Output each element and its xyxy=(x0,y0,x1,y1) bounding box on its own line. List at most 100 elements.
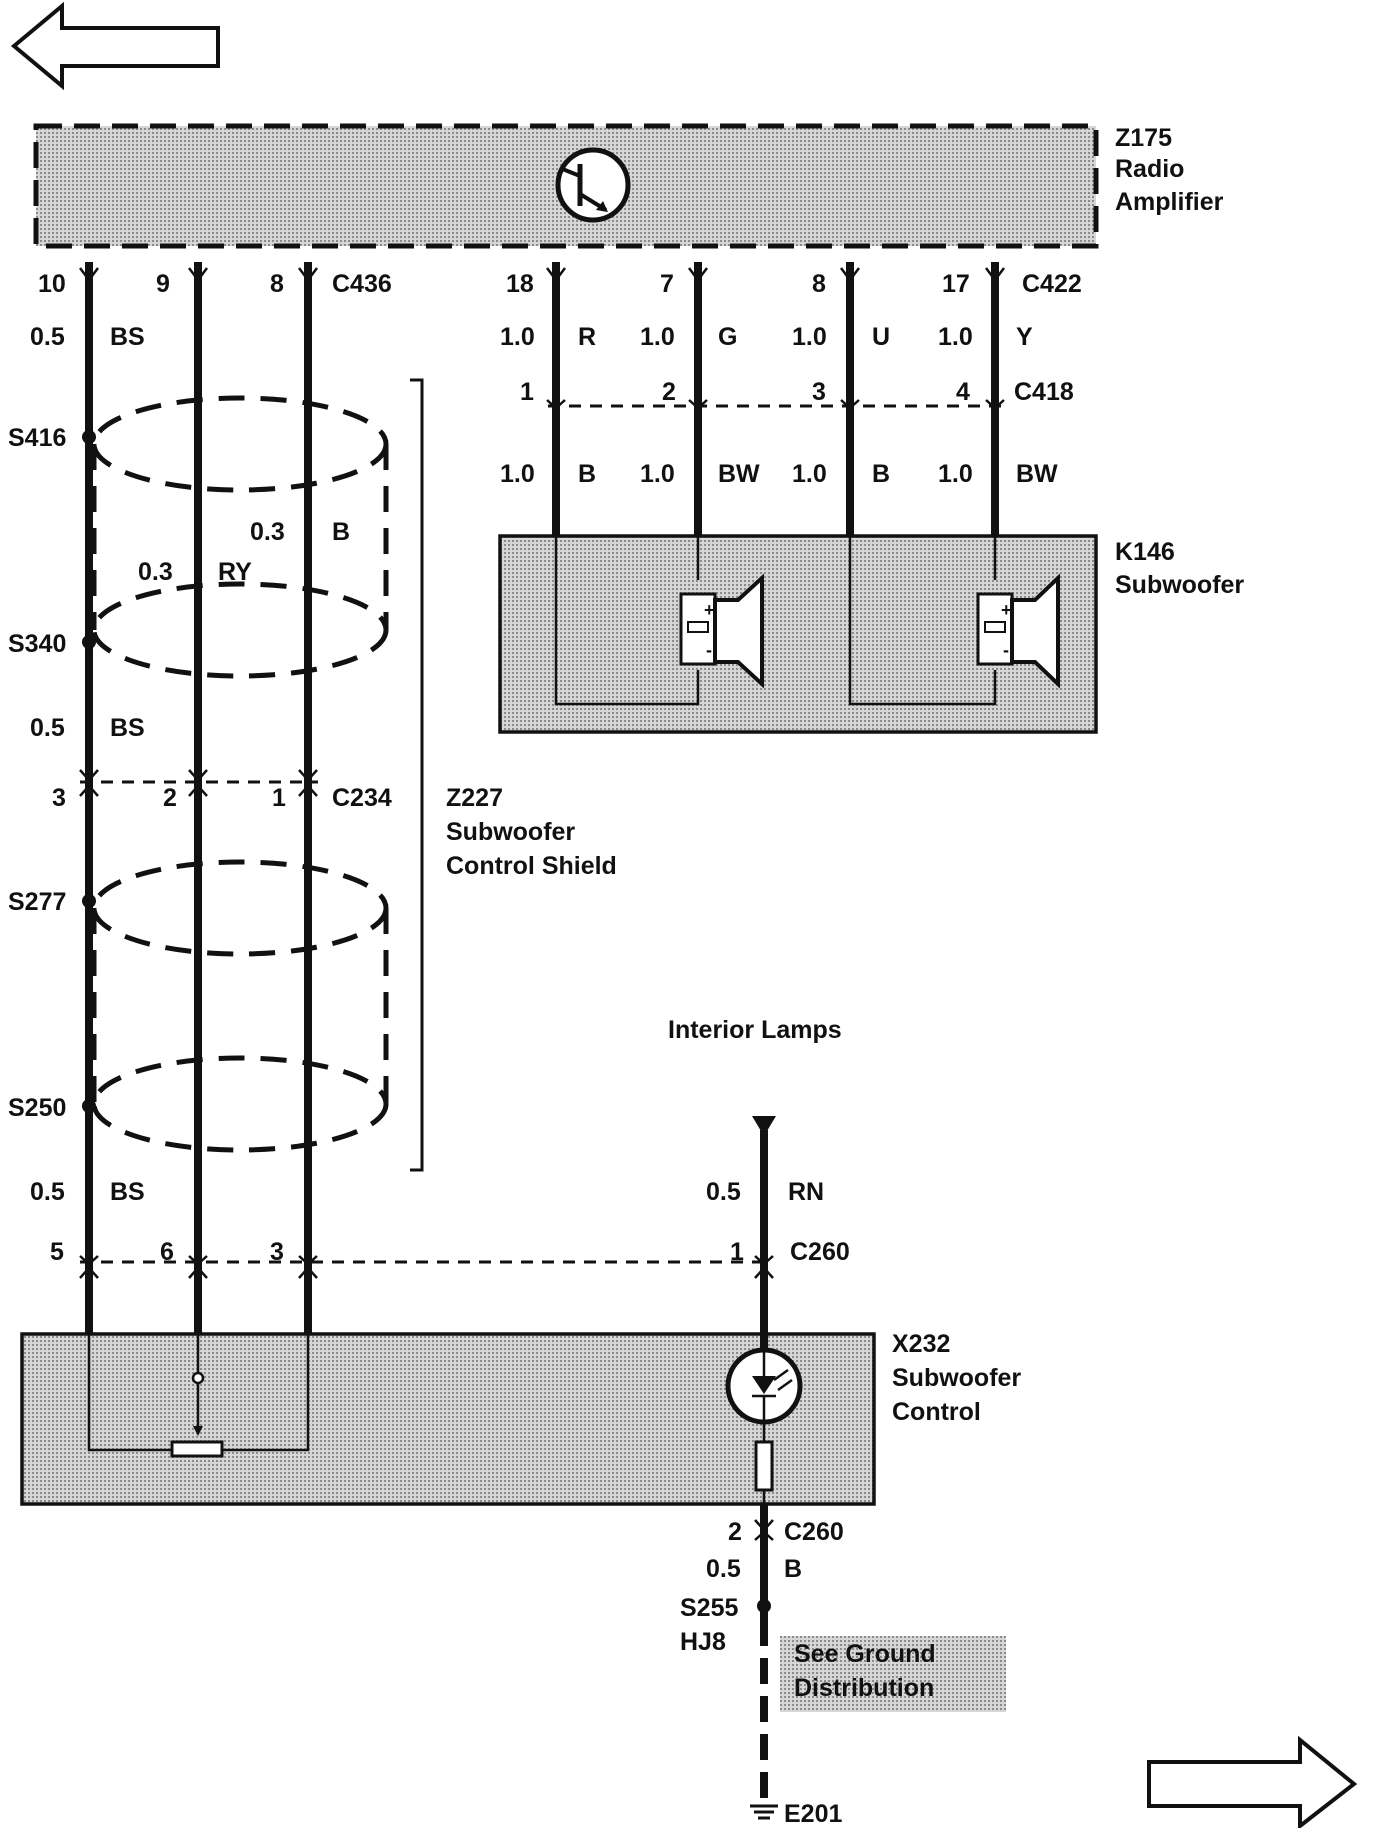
right-wires xyxy=(546,262,1005,540)
c418-color-4: BW xyxy=(1016,460,1058,488)
ground-symbol-icon xyxy=(750,1804,778,1820)
c422-color-4: Y xyxy=(1016,323,1033,351)
speaker2-plus: + xyxy=(1001,600,1012,620)
splice-s255: S255 xyxy=(680,1594,738,1622)
ground-path: 2 C260 0.5 B S255 HJ8 See Ground Distrib… xyxy=(680,1504,1006,1828)
wire-color-bs-lower: BS xyxy=(110,1178,145,1206)
c422-pin-17: 17 xyxy=(942,270,970,298)
c234-pin-1: 1 xyxy=(272,784,286,812)
splice-s277: S277 xyxy=(8,888,66,916)
speaker-icon: + - xyxy=(679,573,764,689)
c418-label: C418 xyxy=(1014,378,1074,406)
connector-c422: 18 7 8 17 C422 1.0 R 1.0 G 1.0 U 1.0 Y xyxy=(500,270,1082,351)
c422-size-4: 1.0 xyxy=(938,323,973,351)
splice-s340: S340 xyxy=(8,630,66,658)
c260-bottom-color: B xyxy=(784,1555,802,1583)
c260-pin-5: 5 xyxy=(50,1238,64,1266)
wire-size-b: 0.3 xyxy=(250,518,285,546)
c422-pin-8: 8 xyxy=(812,270,826,298)
radio-amplifier: Z175 Radio Amplifier xyxy=(33,123,1224,249)
amplifier-name-line2: Amplifier xyxy=(1115,188,1224,216)
c418-size-2: 1.0 xyxy=(640,460,675,488)
ground-note-line2: Distribution xyxy=(794,1674,934,1702)
splice-hj8: HJ8 xyxy=(680,1628,726,1656)
connector-c260-top: 5 6 3 1 C260 xyxy=(50,1238,850,1279)
c422-size-1: 1.0 xyxy=(500,323,535,351)
c260-pin-1: 1 xyxy=(730,1238,744,1266)
c422-size-3: 1.0 xyxy=(792,323,827,351)
lower-wire-labels: 0.5 BS xyxy=(30,1178,145,1206)
speaker-icon: + - xyxy=(976,573,1060,689)
shield-upper xyxy=(91,395,389,679)
c260-pin-3: 3 xyxy=(270,1238,284,1266)
c260-top-label: C260 xyxy=(790,1238,850,1266)
c418-color-2: BW xyxy=(718,460,760,488)
c418-pin-1: 1 xyxy=(520,378,534,406)
subwoofer-control: X232 Subwoofer Control xyxy=(20,1330,1021,1506)
c422-label: C422 xyxy=(1022,270,1082,298)
c422-pin-18: 18 xyxy=(506,270,534,298)
c436-pin-9: 9 xyxy=(156,270,170,298)
connector-c436: 10 9 8 C436 0.5 BS xyxy=(30,270,392,351)
shield-bracket: Z227 Subwoofer Control Shield xyxy=(410,378,617,1172)
shield-name-line2: Control Shield xyxy=(446,852,617,880)
c260-bottom-size: 0.5 xyxy=(706,1555,741,1583)
c418-color-3: B xyxy=(872,460,890,488)
wire-color-b: B xyxy=(332,518,350,546)
wire-size-bs-mid: 0.5 xyxy=(30,714,65,742)
c418-size-4: 1.0 xyxy=(938,460,973,488)
c418-size-3: 1.0 xyxy=(792,460,827,488)
c418-size-1: 1.0 xyxy=(500,460,535,488)
shield-name-line1: Subwoofer xyxy=(446,818,575,846)
splice-s250: S250 xyxy=(8,1094,66,1122)
shield-lower xyxy=(91,859,389,1153)
c436-wire-color: BS xyxy=(110,323,145,351)
subwoofer: + - + - K146 Subwoofer xyxy=(498,534,1244,734)
c418-pin-4: 4 xyxy=(956,378,970,406)
c418-color-1: B xyxy=(578,460,596,488)
speaker1-minus: - xyxy=(706,640,712,660)
speaker2-minus: - xyxy=(1003,640,1009,660)
ground-note-line1: See Ground xyxy=(794,1640,936,1668)
connector-c234: 3 2 1 C234 xyxy=(52,769,392,812)
wire-color-rn: RN xyxy=(788,1178,824,1206)
c418-pin-2: 2 xyxy=(662,378,676,406)
c436-label: C436 xyxy=(332,270,392,298)
wire-size-rn: 0.5 xyxy=(706,1178,741,1206)
potentiometer-icon xyxy=(170,1440,224,1458)
right-arrow-icon[interactable] xyxy=(1147,1735,1358,1828)
c260-bottom-pin: 2 xyxy=(728,1518,742,1546)
control-name-line2: Control xyxy=(892,1398,981,1426)
splice-points: S416 S340 S277 S250 xyxy=(8,424,96,1122)
c422-pin-7: 7 xyxy=(660,270,674,298)
lamp-icon xyxy=(725,1347,803,1442)
c234-label: C234 xyxy=(332,784,392,812)
amplifier-name-line1: Radio xyxy=(1115,155,1184,183)
shield-code: Z227 xyxy=(446,784,503,812)
wire-color-ry: RY xyxy=(218,558,252,586)
control-name-line1: Subwoofer xyxy=(892,1364,1021,1392)
left-arrow-icon[interactable] xyxy=(10,1,220,91)
c422-color-2: G xyxy=(718,323,737,351)
left-wires xyxy=(79,262,318,1338)
wire-color-bs-mid: BS xyxy=(110,714,145,742)
c260-bottom-label: C260 xyxy=(784,1518,844,1546)
c418-pin-3: 3 xyxy=(812,378,826,406)
interior-lamps-feed: Interior Lamps 0.5 RN xyxy=(668,1016,842,1338)
speaker1-plus: + xyxy=(704,600,715,620)
connector-c418: 1 2 3 4 C418 1.0 B 1.0 BW 1.0 B 1.0 BW xyxy=(500,378,1074,488)
c234-pin-3: 3 xyxy=(52,784,66,812)
wire-size-ry: 0.3 xyxy=(138,558,173,586)
c422-color-3: U xyxy=(872,323,890,351)
control-code: X232 xyxy=(892,1330,950,1358)
amplifier-code: Z175 xyxy=(1115,124,1172,152)
c422-color-1: R xyxy=(578,323,596,351)
c436-wire-size: 0.5 xyxy=(30,323,65,351)
c260-pin-6: 6 xyxy=(160,1238,174,1266)
c234-pin-2: 2 xyxy=(163,784,177,812)
c436-pin-10: 10 xyxy=(38,270,66,298)
c436-pin-8: 8 xyxy=(270,270,284,298)
splice-s416: S416 xyxy=(8,424,66,452)
interior-lamps-label: Interior Lamps xyxy=(668,1016,842,1044)
